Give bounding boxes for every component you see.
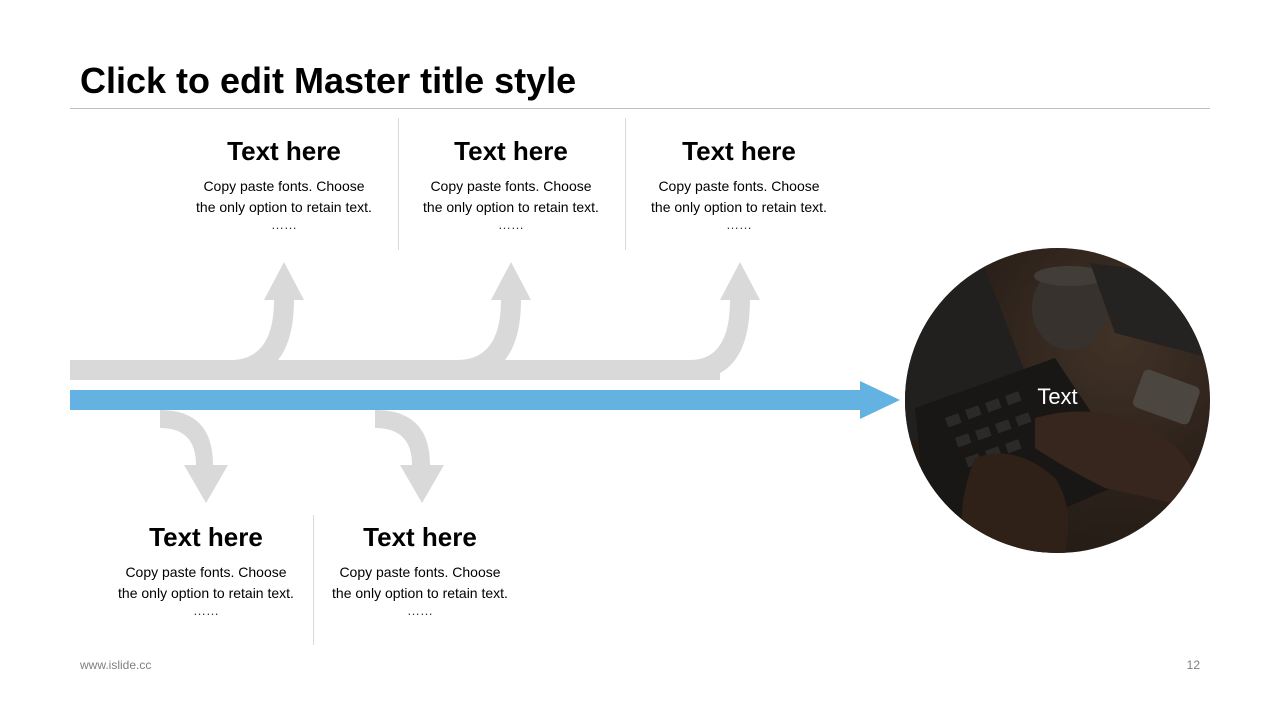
block-heading: Text here	[454, 136, 568, 166]
branch-curve-2	[457, 300, 521, 380]
bottom-divider-1	[313, 515, 314, 645]
branch-arrowhead-up-2	[491, 262, 531, 300]
block-body: Copy paste fonts. Choose the only option…	[169, 176, 399, 218]
upper-branch-band	[70, 360, 720, 380]
lower-branch-arrows	[160, 410, 444, 503]
laptop-photo-illustration	[905, 248, 1210, 553]
coffee-mug-shape	[1032, 266, 1108, 350]
main-arrow	[70, 381, 900, 419]
block-body: Copy paste fonts. Choose the only option…	[305, 562, 535, 604]
block-body-line: the only option to retain text.	[118, 585, 294, 601]
branch-arrowhead-down-1	[184, 465, 228, 503]
top-divider-1	[398, 118, 399, 250]
block-body-line: Copy paste fonts. Choose	[125, 564, 287, 580]
block-body-line: the only option to retain text.	[332, 585, 508, 601]
top-text-block-1[interactable]: Text here Copy paste fonts. Choose the o…	[169, 136, 399, 232]
bottom-text-block-1[interactable]: Text here Copy paste fonts. Choose the o…	[91, 522, 321, 618]
branch-arrowhead-up-1	[264, 262, 304, 300]
block-body-line: Copy paste fonts. Choose	[658, 178, 820, 194]
page-number: 12	[1186, 658, 1200, 672]
branch-arrowhead-down-2	[400, 465, 444, 503]
title-underline	[70, 108, 1210, 109]
photo-dark-overlay	[905, 248, 1210, 553]
branch-arrowhead-up-3	[720, 262, 760, 300]
top-text-block-2[interactable]: Text here Copy paste fonts. Choose the o…	[396, 136, 626, 232]
circular-photo[interactable]: Text	[905, 248, 1210, 553]
block-body: Copy paste fonts. Choose the only option…	[624, 176, 854, 218]
hand-shape	[961, 453, 1069, 553]
block-body-line: the only option to retain text.	[651, 199, 827, 215]
hand-shape	[1035, 411, 1197, 508]
phone-shape	[1133, 369, 1200, 425]
block-body-line: Copy paste fonts. Choose	[430, 178, 592, 194]
photo-label: Text	[1037, 384, 1078, 409]
slide-title[interactable]: Click to edit Master title style	[80, 60, 577, 101]
block-body-line: the only option to retain text.	[423, 199, 599, 215]
block-heading: Text here	[149, 522, 263, 552]
top-divider-2	[625, 118, 626, 250]
block-body-line: the only option to retain text.	[196, 199, 372, 215]
lower-branch-curve-2	[375, 410, 430, 465]
main-arrowhead	[860, 381, 900, 419]
block-body-line: Copy paste fonts. Choose	[339, 564, 501, 580]
footer-url: www.islide.cc	[80, 658, 152, 672]
block-ellipsis: ……	[193, 603, 219, 618]
block-ellipsis: ……	[726, 217, 752, 232]
block-ellipsis: ……	[498, 217, 524, 232]
block-heading: Text here	[363, 522, 477, 552]
block-ellipsis: ……	[407, 603, 433, 618]
block-body-line: Copy paste fonts. Choose	[203, 178, 365, 194]
coffee-mug-rim	[1034, 266, 1106, 286]
block-heading: Text here	[682, 136, 796, 166]
upper-branch-arrows	[70, 262, 760, 380]
branch-curve-1	[230, 300, 294, 380]
block-body: Copy paste fonts. Choose the only option…	[396, 176, 626, 218]
main-arrow-shaft	[70, 390, 865, 410]
top-text-block-3[interactable]: Text here Copy paste fonts. Choose the o…	[624, 136, 854, 232]
flyer-shape	[1090, 263, 1210, 358]
block-heading: Text here	[227, 136, 341, 166]
lower-branch-curve-1	[160, 410, 213, 465]
branch-curve-3	[690, 300, 750, 380]
block-body: Copy paste fonts. Choose the only option…	[91, 562, 321, 604]
bottom-text-block-2[interactable]: Text here Copy paste fonts. Choose the o…	[305, 522, 535, 618]
block-ellipsis: ……	[271, 217, 297, 232]
